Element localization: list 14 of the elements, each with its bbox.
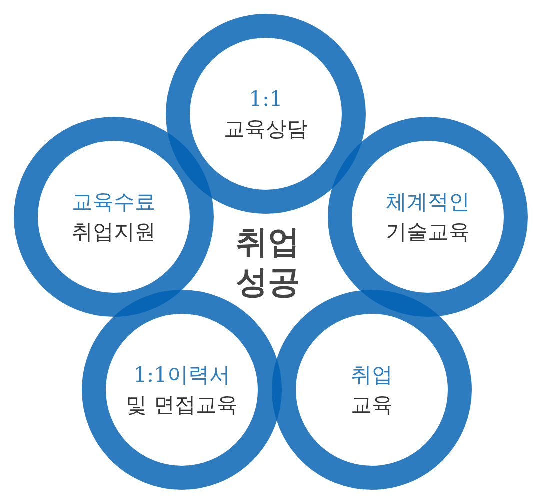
circle-heading: 취업	[351, 362, 393, 389]
circle-heading: 1:1이력서	[134, 362, 230, 389]
circle-text: 및 면접교육	[126, 392, 238, 419]
center-label: 취업 성공	[235, 222, 301, 302]
ring-circle	[328, 117, 528, 317]
circle-heading: 1:1	[249, 86, 283, 113]
circle-text: 취업지원	[72, 219, 156, 246]
circle-text: 기술교육	[386, 219, 470, 246]
circle-text: 교육	[351, 392, 393, 419]
ring-circle	[14, 117, 214, 317]
circle-heading: 체계적인	[386, 189, 470, 216]
circle-text: 교육상담	[224, 116, 308, 143]
circle-heading: 교육수료	[72, 189, 156, 216]
ring-circle	[166, 14, 366, 214]
